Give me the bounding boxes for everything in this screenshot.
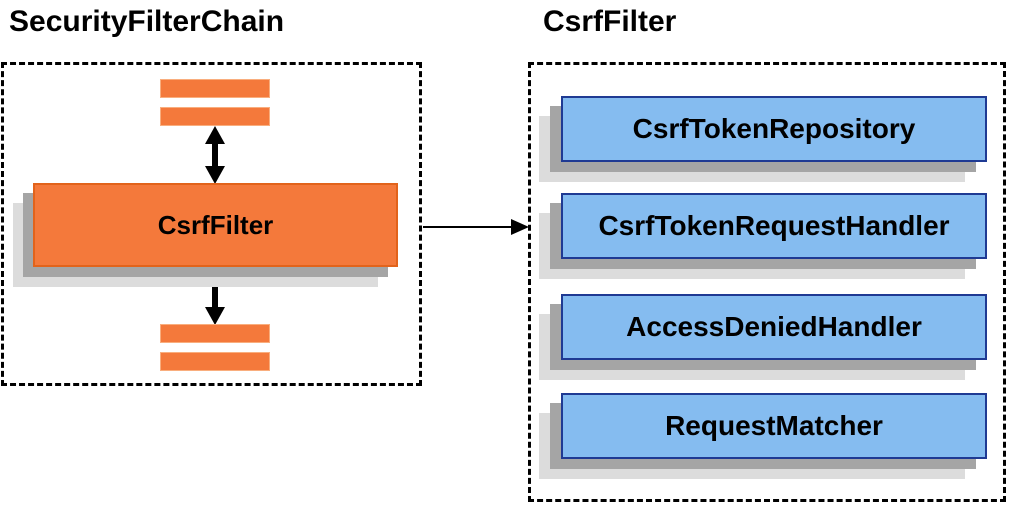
access-denied-handler-node: AccessDeniedHandler	[561, 294, 987, 360]
right-panel-title: CsrfFilter	[543, 5, 677, 38]
csrf-filter-node: CsrfFilter	[33, 183, 398, 267]
double-arrow-top	[205, 126, 225, 184]
csrf-filter-node-label: CsrfFilter	[157, 209, 274, 240]
request-matcher-label: RequestMatcher	[665, 410, 883, 441]
filter-placeholder-bar-bottom-2	[160, 352, 270, 371]
filter-placeholder-bar-top-2	[160, 107, 270, 126]
connector-arrow	[423, 219, 529, 235]
filter-placeholder-bar-bottom-1	[160, 324, 270, 343]
filter-placeholder-bar-top-1	[160, 79, 270, 98]
csrf-token-repository-node: CsrfTokenRepository	[561, 96, 987, 162]
access-denied-handler-label: AccessDeniedHandler	[626, 311, 922, 342]
csrf-token-repository-label: CsrfTokenRepository	[632, 113, 916, 144]
request-matcher-node: RequestMatcher	[561, 393, 987, 459]
left-panel-title: SecurityFilterChain	[9, 5, 285, 38]
csrf-token-request-handler-label: CsrfTokenRequestHandler	[598, 210, 950, 241]
security-filter-chain-boundary	[1, 62, 422, 386]
csrf-token-request-handler-node: CsrfTokenRequestHandler	[561, 193, 987, 259]
csrf-filter-boundary	[528, 62, 1006, 502]
